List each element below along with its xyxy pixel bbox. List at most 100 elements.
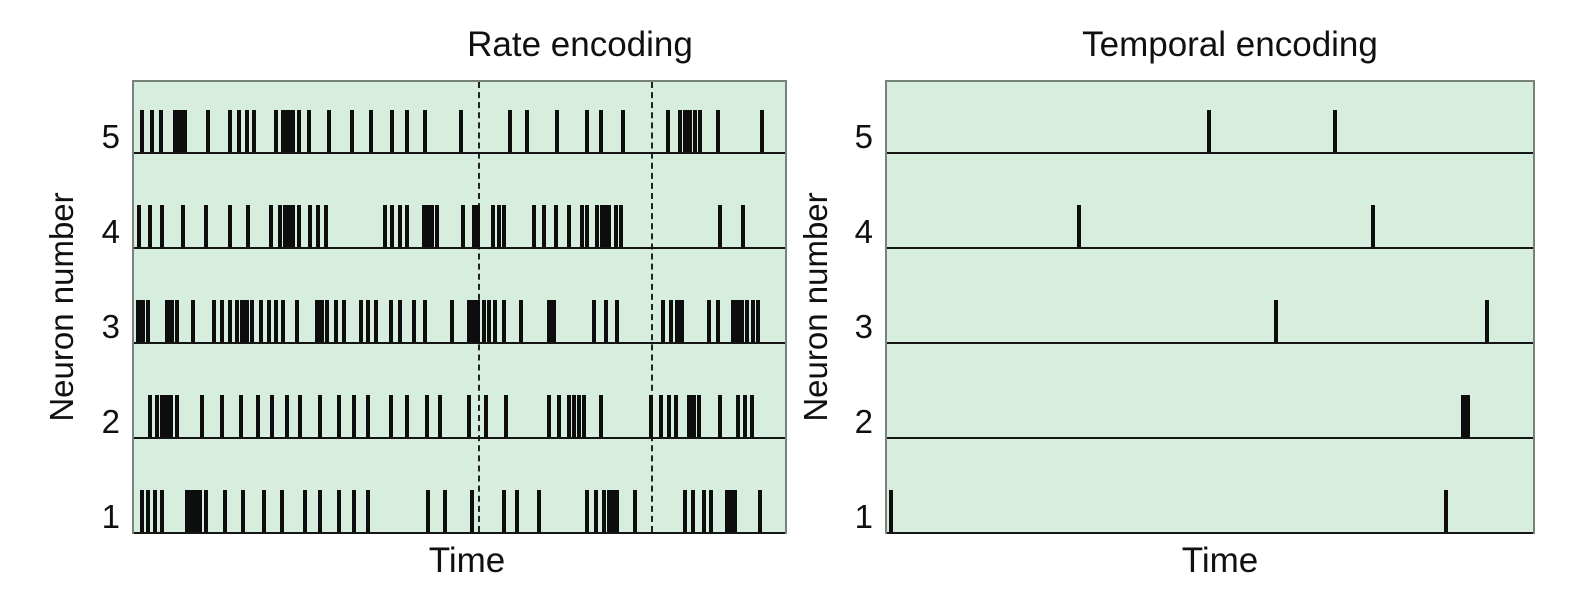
spike (152, 490, 157, 532)
spike (219, 300, 224, 342)
right-panel-title: Temporal encoding (1082, 25, 1378, 64)
spike (148, 395, 153, 437)
spike (405, 110, 410, 152)
spike (599, 205, 609, 247)
spike (675, 300, 685, 342)
spike (368, 110, 373, 152)
spike (268, 205, 273, 247)
spike (307, 205, 312, 247)
spike (518, 300, 523, 342)
spike (258, 300, 263, 342)
spike (324, 205, 329, 247)
spike (183, 110, 188, 152)
spike (262, 490, 267, 532)
spike (236, 110, 241, 152)
spike (249, 300, 254, 342)
spike (283, 205, 293, 247)
spike (1333, 110, 1338, 152)
y-tick-label: 4 (854, 213, 873, 250)
spike (749, 395, 754, 437)
spike (667, 395, 672, 437)
spike (1444, 490, 1449, 532)
spike (618, 205, 623, 247)
spike (466, 300, 471, 342)
spike (555, 110, 560, 152)
spike (244, 110, 249, 152)
spike (531, 205, 536, 247)
spike (466, 395, 471, 437)
spike (496, 205, 501, 247)
spike (317, 395, 322, 437)
spike (273, 300, 278, 342)
spike (755, 300, 760, 342)
spike (296, 110, 301, 152)
spike (557, 395, 562, 437)
spike (390, 205, 395, 247)
spike (501, 300, 506, 342)
spike (546, 395, 551, 437)
spike (174, 395, 179, 437)
spike (281, 110, 286, 152)
row-baseline (134, 342, 785, 344)
spike (390, 110, 395, 152)
spike (176, 110, 186, 152)
spike (280, 490, 285, 532)
spike (146, 490, 151, 532)
spike (553, 205, 558, 247)
spike (358, 300, 363, 342)
spike (298, 395, 302, 437)
spike (547, 300, 557, 342)
spike (501, 490, 506, 532)
spike (585, 110, 590, 152)
spike (273, 110, 278, 152)
spike (470, 300, 480, 342)
y-tick-label: 1 (101, 498, 120, 535)
spike (606, 490, 616, 532)
spike (602, 490, 607, 532)
spike (405, 205, 410, 247)
spike (592, 300, 597, 342)
spike (350, 110, 355, 152)
spike (180, 205, 185, 247)
spike (598, 110, 603, 152)
spike (665, 110, 670, 152)
spike (594, 490, 599, 532)
spike (1076, 205, 1081, 247)
y-tick-label: 2 (854, 403, 873, 440)
spike (270, 395, 274, 437)
spike (203, 490, 208, 532)
spike (1485, 300, 1490, 342)
spike (697, 395, 702, 437)
left-panel-title: Rate encoding (467, 25, 693, 64)
spike (422, 300, 427, 342)
spike (603, 300, 608, 342)
spike (707, 300, 712, 342)
spike (255, 395, 260, 437)
spike (524, 110, 529, 152)
spike (228, 110, 233, 152)
spike (659, 395, 664, 437)
spike (760, 110, 765, 152)
spike (185, 490, 190, 532)
spike (686, 395, 696, 437)
spike (139, 490, 144, 532)
spike (190, 300, 195, 342)
spike (159, 205, 164, 247)
spike (140, 110, 145, 152)
spike (146, 300, 151, 342)
spike (389, 300, 394, 342)
spike (148, 205, 153, 247)
spike (173, 110, 177, 152)
spike (267, 300, 272, 342)
spike (744, 300, 749, 342)
spike (291, 110, 296, 152)
spike (284, 395, 289, 437)
spike (422, 110, 427, 152)
spike (751, 300, 756, 342)
spike (1206, 110, 1211, 152)
spike (682, 490, 687, 532)
spike (660, 300, 665, 342)
dashed-time-marker (651, 82, 654, 532)
spike (677, 110, 682, 152)
spike (228, 205, 233, 247)
